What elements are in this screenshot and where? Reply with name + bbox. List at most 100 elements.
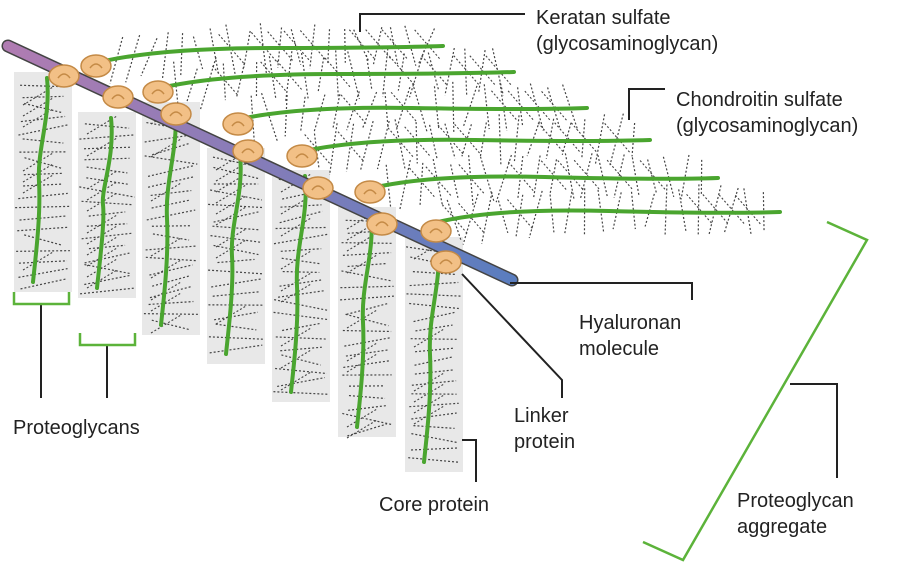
keratan-chain: [280, 371, 312, 391]
keratan-chain: [150, 292, 182, 312]
core-protein: [159, 106, 178, 327]
chondroitin-chain: [273, 311, 329, 321]
aggregate-bracket: [642, 220, 869, 562]
glycosaminoglycan-tick: [429, 124, 438, 159]
chondroitin-chain: [279, 210, 323, 224]
glycosaminoglycan-tick: [697, 184, 700, 237]
chondroitin-chain: [210, 189, 262, 201]
glycosaminoglycan-tick: [483, 84, 490, 130]
glycosaminoglycan-tick: [235, 63, 245, 98]
glycosaminoglycan-tick: [399, 159, 411, 211]
glycosaminoglycan-tick: [631, 157, 640, 196]
core-protein-horizontal: [370, 174, 720, 190]
glycosaminoglycan-tick: [437, 124, 465, 156]
linker-protein: [232, 139, 264, 163]
linker-protein-body: [366, 212, 398, 236]
chondroitin-chain: [152, 275, 190, 287]
glycosaminoglycan-tick: [300, 96, 306, 132]
glycosaminoglycan-tick: [606, 159, 634, 191]
linker-protein-notch: [57, 73, 71, 79]
glycosaminoglycan-tick: [453, 55, 481, 87]
chondroitin-chain: [22, 95, 64, 99]
core-protein: [289, 174, 308, 394]
chondroitin-chain: [145, 256, 197, 262]
glycosaminoglycan-tick: [337, 131, 365, 163]
chondroitin-chain: [84, 157, 130, 161]
proteoglycan-bracket-1: [12, 292, 71, 306]
chondroitin-chain: [144, 155, 198, 165]
glycosaminoglycan-tick: [125, 34, 141, 83]
chondroitin-chain: [18, 192, 68, 200]
chondroitin-chain: [281, 257, 321, 265]
linker-protein-notch: [311, 185, 325, 191]
glycosaminoglycan-tick: [276, 60, 304, 92]
chondroitin-chain: [413, 425, 455, 429]
chondroitin-chain: [409, 402, 459, 408]
chondroitin-chain: [151, 319, 191, 331]
glycosaminoglycan-tick: [284, 51, 293, 103]
chondroitin-chain: [215, 323, 257, 331]
chondroitin-chain: [145, 245, 197, 251]
core-protein-horizontal: [436, 208, 782, 224]
glycosaminoglycan-tick: [561, 122, 572, 155]
chondroitin-chain: [150, 189, 192, 197]
core-protein-horizontal: [298, 137, 652, 154]
chondroitin-chain: [274, 299, 328, 311]
glycosaminoglycan-tick: [427, 52, 440, 92]
chondroitin-chain: [342, 412, 392, 426]
glycosaminoglycan-tick: [468, 155, 474, 206]
chondroitin-chain: [412, 271, 456, 275]
chondroitin-sulfate-label: Chondroitin sulfate (glycosaminoglycan): [676, 87, 858, 139]
linker-leader: [461, 273, 563, 398]
chondroitin-chain: [273, 391, 329, 395]
chondroitin-chain: [84, 123, 130, 129]
hyaluronan-label: Hyaluronan molecule: [579, 310, 681, 362]
glycosaminoglycan-tick: [680, 154, 690, 200]
chondroitin-chain: [341, 242, 393, 244]
chondroitin-chain: [211, 278, 261, 288]
chondroitin-chain: [208, 336, 264, 340]
glycosaminoglycan-tick: [735, 194, 762, 226]
chondroitin-chain: [146, 209, 196, 221]
chondroitin-chain: [23, 172, 63, 176]
glycosaminoglycan-tick: [299, 30, 327, 61]
glycosaminoglycan-tick: [404, 126, 432, 158]
glycosaminoglycan-tick: [186, 68, 198, 102]
proteoglycans-label: Proteoglycans: [13, 417, 140, 439]
keratan-chain: [86, 170, 118, 190]
glycosaminoglycan-tick: [458, 164, 486, 195]
glycosaminoglycan-tick: [549, 194, 555, 233]
keratan-chain: [86, 258, 118, 278]
proteoglycan-panel: [207, 148, 265, 364]
linker-protein-body: [48, 64, 80, 88]
glycosaminoglycan-tick: [225, 24, 237, 77]
linker-protein-notch: [241, 148, 255, 154]
glycosaminoglycan-tick: [180, 33, 184, 76]
glycosaminoglycan-tick: [313, 94, 326, 132]
aggregate-line-2: aggregate: [737, 516, 828, 538]
glycosaminoglycan-tick: [199, 57, 217, 110]
glycosaminoglycan-tick: [222, 63, 227, 101]
keratan-sulfate-line-1: Keratan sulfate: [536, 7, 671, 29]
linker-protein: [354, 180, 386, 204]
glycosaminoglycan-tick: [328, 123, 338, 176]
chondroitin-chain: [281, 354, 321, 366]
linker-protein-notch: [375, 221, 389, 227]
glycosaminoglycan-tick: [499, 82, 508, 131]
core-protein-label: Core protein: [379, 494, 490, 516]
glycosaminoglycan-tick: [450, 164, 459, 199]
glycosaminoglycan-tick: [639, 160, 667, 191]
glycosaminoglycan-tick: [211, 65, 239, 97]
hyaluronan-line-1: Hyaluronan: [579, 312, 682, 334]
linker-protein-notch: [231, 121, 245, 127]
linker-protein: [302, 176, 334, 200]
chondroitin-chain: [24, 234, 62, 246]
glycosaminoglycan-tick: [507, 199, 534, 230]
core-protein: [355, 211, 374, 429]
linker-protein-body: [302, 176, 334, 200]
chondroitin-chain: [340, 295, 394, 301]
glycosaminoglycan-tick: [454, 123, 482, 155]
glycosaminoglycan-tick: [421, 55, 448, 87]
glycosaminoglycan-tick: [140, 38, 158, 77]
glycosaminoglycan-tick: [537, 122, 565, 154]
